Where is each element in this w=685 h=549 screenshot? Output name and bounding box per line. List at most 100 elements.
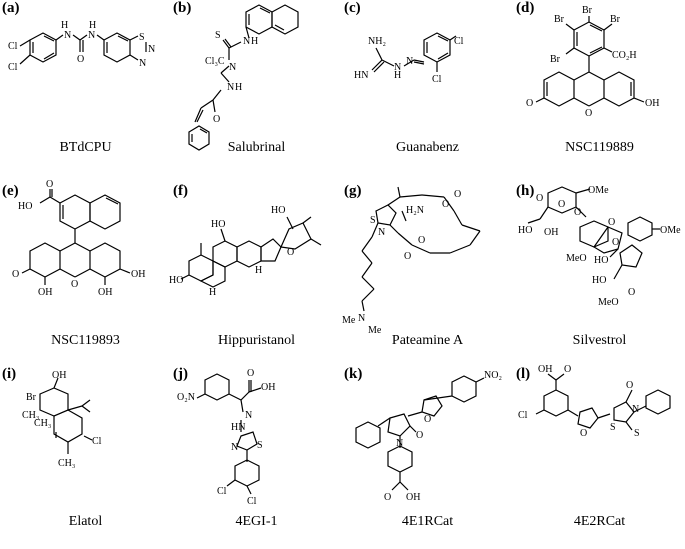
atom-label: N <box>227 82 234 93</box>
panel-letter: (d) <box>516 0 535 16</box>
panel-letter: (c) <box>344 0 361 16</box>
structure-4e1rcat: NO₂ O O N OH O <box>355 370 502 503</box>
atom-label: Cl <box>518 410 528 421</box>
atom-label: N <box>632 404 639 415</box>
atom-label: CH₃ <box>34 418 51 429</box>
atom-label: S <box>610 422 616 433</box>
panel-letter: (l) <box>516 366 531 382</box>
atom-label: OMe <box>588 185 609 196</box>
atom-label: Me <box>368 325 382 336</box>
panel-letter: (i) <box>2 366 17 382</box>
atom-label: OH <box>544 227 558 238</box>
panel-b: (b) S N H N Cl₃C N H O Salubrinal <box>171 0 342 183</box>
atom-label: O <box>77 54 84 65</box>
atom-label: O <box>424 414 431 425</box>
atom-label: O <box>46 179 53 190</box>
atom-label: OH <box>645 98 659 109</box>
atom-label: HO <box>271 205 285 216</box>
atom-label: Br <box>554 14 565 25</box>
compound-name: 4E1RCat <box>401 514 454 529</box>
atom-label: H <box>255 265 262 276</box>
atom-label: O <box>247 368 254 379</box>
atom-label: H₂N <box>406 205 424 216</box>
compound-name: Hippuristanol <box>218 333 295 348</box>
atom-label: N <box>378 227 385 238</box>
atom-label: N <box>396 438 403 449</box>
atom-label: OH <box>98 287 112 298</box>
panel-letter: (j) <box>173 366 188 382</box>
atom-label: Cl <box>217 486 227 497</box>
atom-label: N <box>64 30 71 41</box>
atom-label: CO₂H <box>612 50 637 61</box>
atom-label: Cl <box>247 496 257 507</box>
compound-name: 4E2RCat <box>573 514 626 529</box>
compound-name: Elatol <box>68 514 103 529</box>
atom-label: OH <box>38 287 52 298</box>
atom-label: O <box>418 235 425 246</box>
atom-label: MeO <box>566 253 587 264</box>
atom-label: Cl <box>92 436 102 447</box>
atom-label: S <box>257 440 263 451</box>
atom-label: H <box>251 36 258 47</box>
atom-label: N <box>229 62 236 73</box>
panel-c: (c) NH₂ Cl HN N H N Cl Guanabenz <box>342 0 513 183</box>
atom-label: HO <box>211 219 225 230</box>
atom-label: Cl <box>8 62 18 73</box>
compound-name: NSC119893 <box>51 333 120 348</box>
atom-label: O <box>526 98 533 109</box>
atom-label: OH <box>406 492 420 503</box>
atom-label: H <box>61 20 68 31</box>
atom-label: OH <box>261 382 275 393</box>
structure-elatol: OH Br CH₃ CH₃ Cl CH₃ <box>22 370 102 469</box>
panel-k: (k) NO₂ O O N OH O 4E1RCat <box>342 366 513 549</box>
compound-name: BTdCPU <box>59 140 112 155</box>
atom-label: O <box>287 247 294 258</box>
atom-label: N <box>358 313 365 324</box>
panel-f: (f) HO HO O HO H H Hippuristanol <box>169 183 342 366</box>
atom-label: HO <box>594 255 608 266</box>
atom-label: N <box>148 44 155 55</box>
structure-salubrinal: S N H N Cl₃C N H O <box>188 4 299 151</box>
atom-label: Cl₃C <box>205 56 225 67</box>
atom-label: O <box>416 430 423 441</box>
atom-label: Me <box>342 315 356 326</box>
compound-name: NSC119889 <box>565 140 634 155</box>
atom-label: Cl <box>8 41 18 52</box>
atom-label: HN <box>231 422 245 433</box>
atom-label: CH₃ <box>58 458 75 469</box>
atom-label: N <box>88 30 95 41</box>
atom-label: Cl <box>432 74 442 85</box>
atom-label: NH₂ <box>368 36 386 47</box>
atom-label: S <box>370 215 376 226</box>
panel-letter: (h) <box>516 183 535 199</box>
panel-a: (a) Cl Cl H N N H O S N N BTdCPU <box>0 0 171 183</box>
panel-letter: (f) <box>173 183 188 199</box>
atom-label: O <box>404 251 411 262</box>
atom-label: N <box>406 56 413 67</box>
atom-label: OMe <box>660 225 681 236</box>
panel-letter: (g) <box>344 183 362 199</box>
atom-label: Br <box>610 14 621 25</box>
atom-label: H <box>235 82 242 93</box>
structure-guanabenz: NH₂ Cl HN N H N Cl <box>354 32 464 85</box>
compound-name: Salubrinal <box>227 140 286 155</box>
structure-nsc119889: Br Br Br Br CO₂H O O OH <box>526 5 659 119</box>
structure-4e2rcat: OH O Cl O O N S S <box>518 364 671 439</box>
atom-label: O <box>558 199 565 210</box>
compound-name: Silvestrol <box>572 333 627 348</box>
panel-j: (j) O OH O₂N N HN N S Cl Cl 4EGI-1 <box>171 366 342 549</box>
atom-label: OH <box>538 364 552 375</box>
atom-label: O <box>454 189 461 200</box>
atom-label: HN <box>354 70 368 81</box>
atom-label: Cl <box>454 36 464 47</box>
panel-h: (h) O OMe O O O HO OH O OMe MeO HO HO Me… <box>514 183 685 366</box>
atom-label: HO <box>592 275 606 286</box>
atom-label: Br <box>582 5 593 16</box>
panel-letter: (a) <box>2 0 20 16</box>
panel-d: (d) Br Br Br Br CO₂H O O OH NSC119889 <box>514 0 685 183</box>
atom-label: H <box>209 287 216 298</box>
panel-letter: (b) <box>173 0 192 16</box>
atom-label: HO <box>518 225 532 236</box>
atom-label: O <box>213 114 220 125</box>
panel-g: (g) S N H₂N O O O O N Me Me Pateamine A <box>342 183 513 366</box>
